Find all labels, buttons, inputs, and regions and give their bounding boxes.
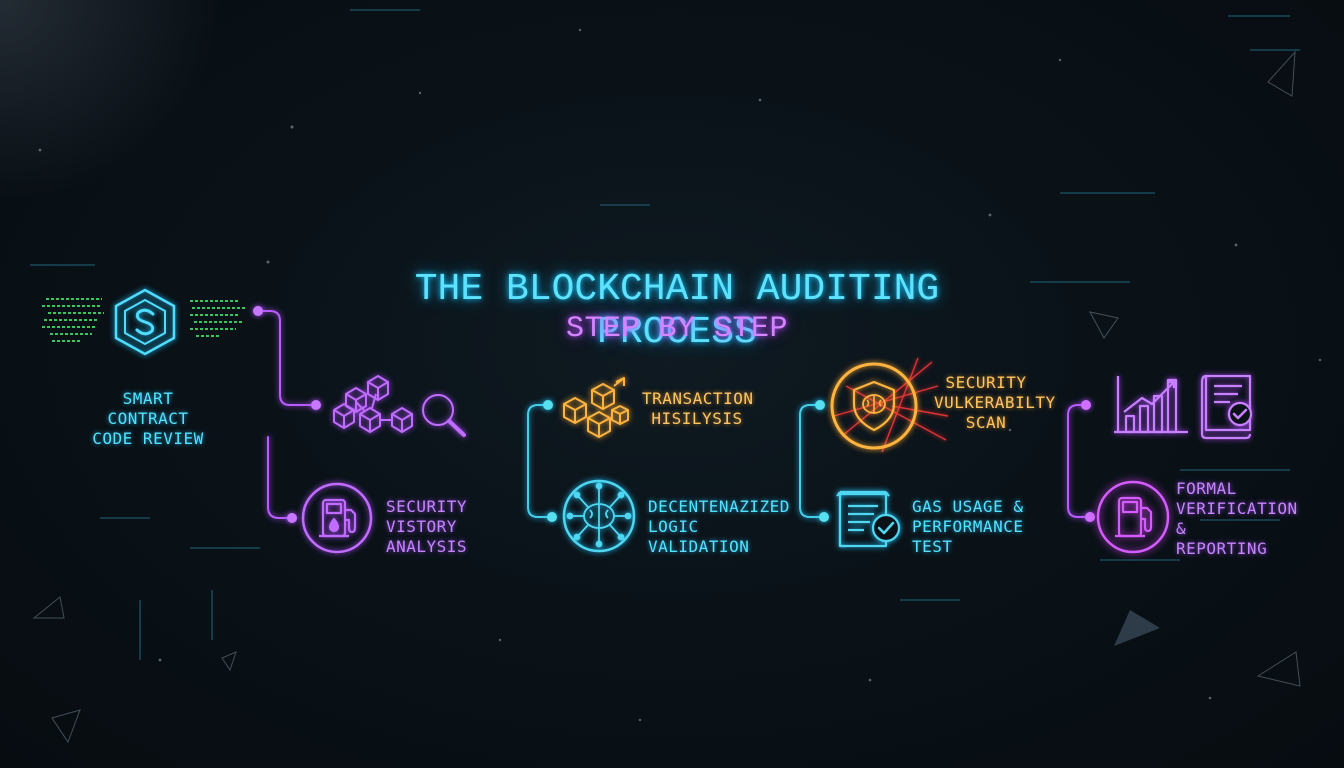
fuel-pump-icon bbox=[301, 482, 373, 554]
label-line: LOGIC VALIDATION bbox=[648, 517, 750, 556]
step-label-transaction: TRANSACTION HISILYSIS bbox=[642, 389, 754, 429]
hexagon-s-icon bbox=[114, 288, 176, 356]
step-label-smart-contract: SMART CONTRACT CODE REVIEW bbox=[80, 389, 216, 449]
label-line: CODE REVIEW bbox=[92, 429, 204, 448]
code-lines-decoration bbox=[42, 298, 104, 342]
label-line: GAS USAGE & bbox=[912, 497, 1024, 516]
label-line: VISTORY ANALYSIS bbox=[386, 517, 468, 556]
node-dot bbox=[311, 400, 321, 410]
chart-report-icon bbox=[1114, 374, 1253, 440]
node-dot bbox=[287, 513, 297, 523]
label-line: TRANSACTION bbox=[642, 389, 754, 408]
label-line: PERFORMANCE TEST bbox=[912, 517, 1024, 556]
node-dot bbox=[819, 512, 829, 522]
fuel-pump-icon bbox=[1096, 480, 1170, 554]
shield-brain-icon bbox=[830, 357, 949, 453]
node-dot bbox=[547, 512, 557, 522]
node-dot bbox=[253, 306, 263, 316]
node-dot bbox=[1081, 400, 1091, 410]
brain-network-icon bbox=[562, 479, 636, 553]
label-line: SCAN bbox=[965, 413, 1007, 432]
label-line: SECURITY bbox=[945, 373, 1027, 392]
node-dot bbox=[543, 400, 553, 410]
blockchain-magnifier-icon bbox=[333, 375, 466, 437]
label-line: VULKERABILTY bbox=[934, 393, 1056, 412]
step-label-security-history: SECURITY VISTORY ANALYSIS bbox=[386, 497, 526, 557]
label-line: VERIFICATION bbox=[1176, 499, 1298, 518]
code-lines-decoration bbox=[190, 300, 246, 337]
document-check-icon bbox=[836, 490, 901, 548]
page-subtitle: STEP BY STEP bbox=[565, 312, 789, 346]
label-line: HISILYSIS bbox=[651, 409, 743, 428]
step-label-vulnerability-scan: SECURITY VULKERABILTY SCAN bbox=[934, 373, 1056, 433]
step-label-logic-validation: DECENTENAZIZED LOGIC VALIDATION bbox=[648, 497, 790, 557]
label-line: & REPORTING bbox=[1176, 519, 1268, 558]
node-dot bbox=[815, 400, 825, 410]
cubes-icon bbox=[563, 377, 629, 438]
page-title: THE BLOCKCHAIN AUDITING PROCESS bbox=[414, 268, 940, 354]
step-label-formal-verification: FORMAL VERIFICATION & REPORTING bbox=[1176, 479, 1298, 559]
label-line: FORMAL bbox=[1176, 479, 1237, 498]
label-line: SECURITY bbox=[386, 497, 468, 516]
node-dot bbox=[1085, 512, 1095, 522]
step-label-gas-usage: GAS USAGE & PERFORMANCE TEST bbox=[912, 497, 1052, 557]
label-line: DECENTENAZIZED bbox=[648, 497, 790, 516]
label-line: SMART CONTRACT bbox=[107, 389, 189, 428]
